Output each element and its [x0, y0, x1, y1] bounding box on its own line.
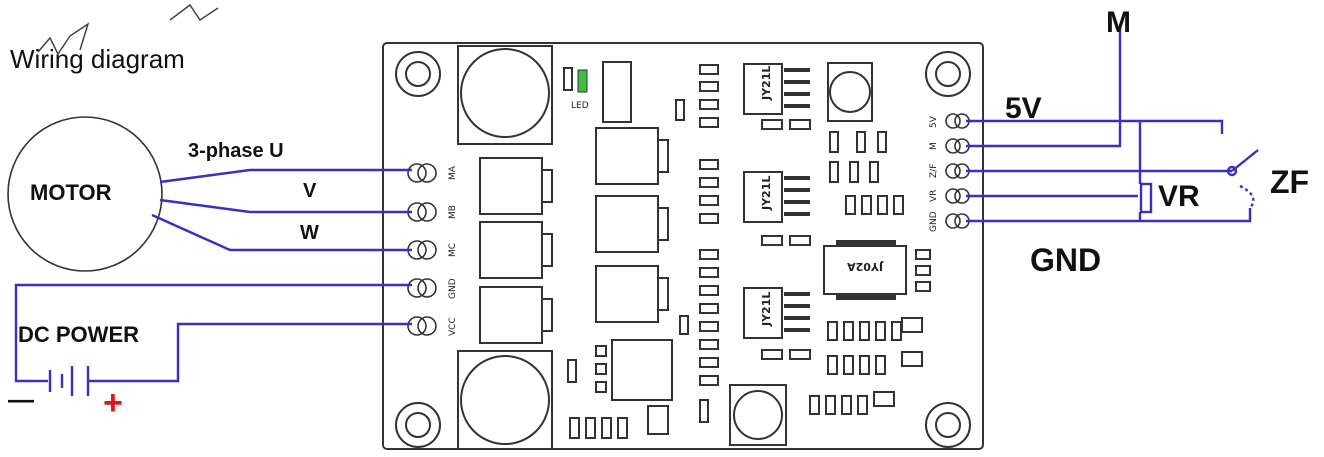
watermark — [37, 3, 219, 56]
chip-pins — [784, 68, 896, 332]
pin-label-vcc: VCC — [448, 317, 458, 336]
phase-w-label: W — [300, 222, 319, 244]
wires — [14, 26, 1259, 383]
minus-sign: — — [8, 384, 34, 414]
chip-label-2: JY21L — [760, 176, 773, 211]
mount-hole-bottom-left — [395, 402, 441, 448]
chip-jy21l-2 — [743, 171, 783, 223]
wire-gnd-right — [966, 208, 1252, 223]
phase-u-label: 3-phase U — [188, 140, 284, 162]
wire-phase-w — [151, 213, 412, 252]
motor-label: MOTOR — [30, 180, 112, 205]
board-outline — [382, 42, 984, 450]
pin-label-5v: 5V — [929, 115, 939, 128]
led-label: LED — [571, 101, 589, 111]
mount-hole-top-left — [395, 51, 441, 97]
pin-label-zf: Z/F — [929, 164, 939, 178]
label-m: M — [1106, 6, 1131, 39]
label-5v: 5V — [1005, 92, 1042, 125]
driver-board — [382, 42, 984, 450]
pin-label-m: M — [929, 142, 939, 150]
pin-label-gnd-right: GND — [929, 211, 939, 232]
capacitor-top — [457, 45, 553, 145]
wire-phase-v — [159, 198, 412, 214]
chip-jy21l-1 — [743, 63, 783, 115]
mount-hole-top-right — [925, 51, 971, 97]
wire-vcc — [105, 322, 412, 383]
pin-label-gnd-left: GND — [448, 278, 458, 299]
chip-label-3: JY21L — [760, 292, 773, 327]
phase-v-label: V — [303, 180, 317, 202]
led-indicator — [577, 69, 588, 93]
capacitor-small-bottom — [729, 384, 787, 446]
switch-zf — [1231, 149, 1259, 172]
dc-power-label: DC POWER — [18, 322, 139, 347]
pin-label-mc: MC — [448, 243, 458, 257]
pin-label-mb: MB — [448, 205, 458, 219]
wire-gnd — [14, 283, 412, 383]
pin-label-vr: VR — [929, 190, 939, 202]
chip-jy21l-3 — [743, 287, 783, 339]
plus-sign: + — [103, 384, 123, 422]
wire-m — [966, 26, 1122, 148]
motor-symbol — [7, 116, 163, 272]
label-gnd: GND — [1030, 242, 1102, 278]
left-terminals — [407, 163, 437, 336]
wire-5v — [966, 119, 1224, 134]
diagram-title: Wiring diagram — [10, 44, 185, 74]
label-vr: VR — [1158, 180, 1200, 213]
battery-symbol — [36, 366, 105, 396]
right-terminals — [945, 113, 970, 229]
mount-hole-bottom-right — [925, 402, 971, 448]
wire-phase-u — [159, 168, 412, 184]
capacitor-bottom — [457, 350, 553, 450]
chip-label-4: JY02A — [847, 260, 884, 273]
pin-label-ma: MA — [448, 165, 458, 180]
potentiometer — [1139, 182, 1153, 214]
label-zf: ZF — [1270, 164, 1310, 200]
chip-label-1: JY21L — [760, 66, 773, 101]
